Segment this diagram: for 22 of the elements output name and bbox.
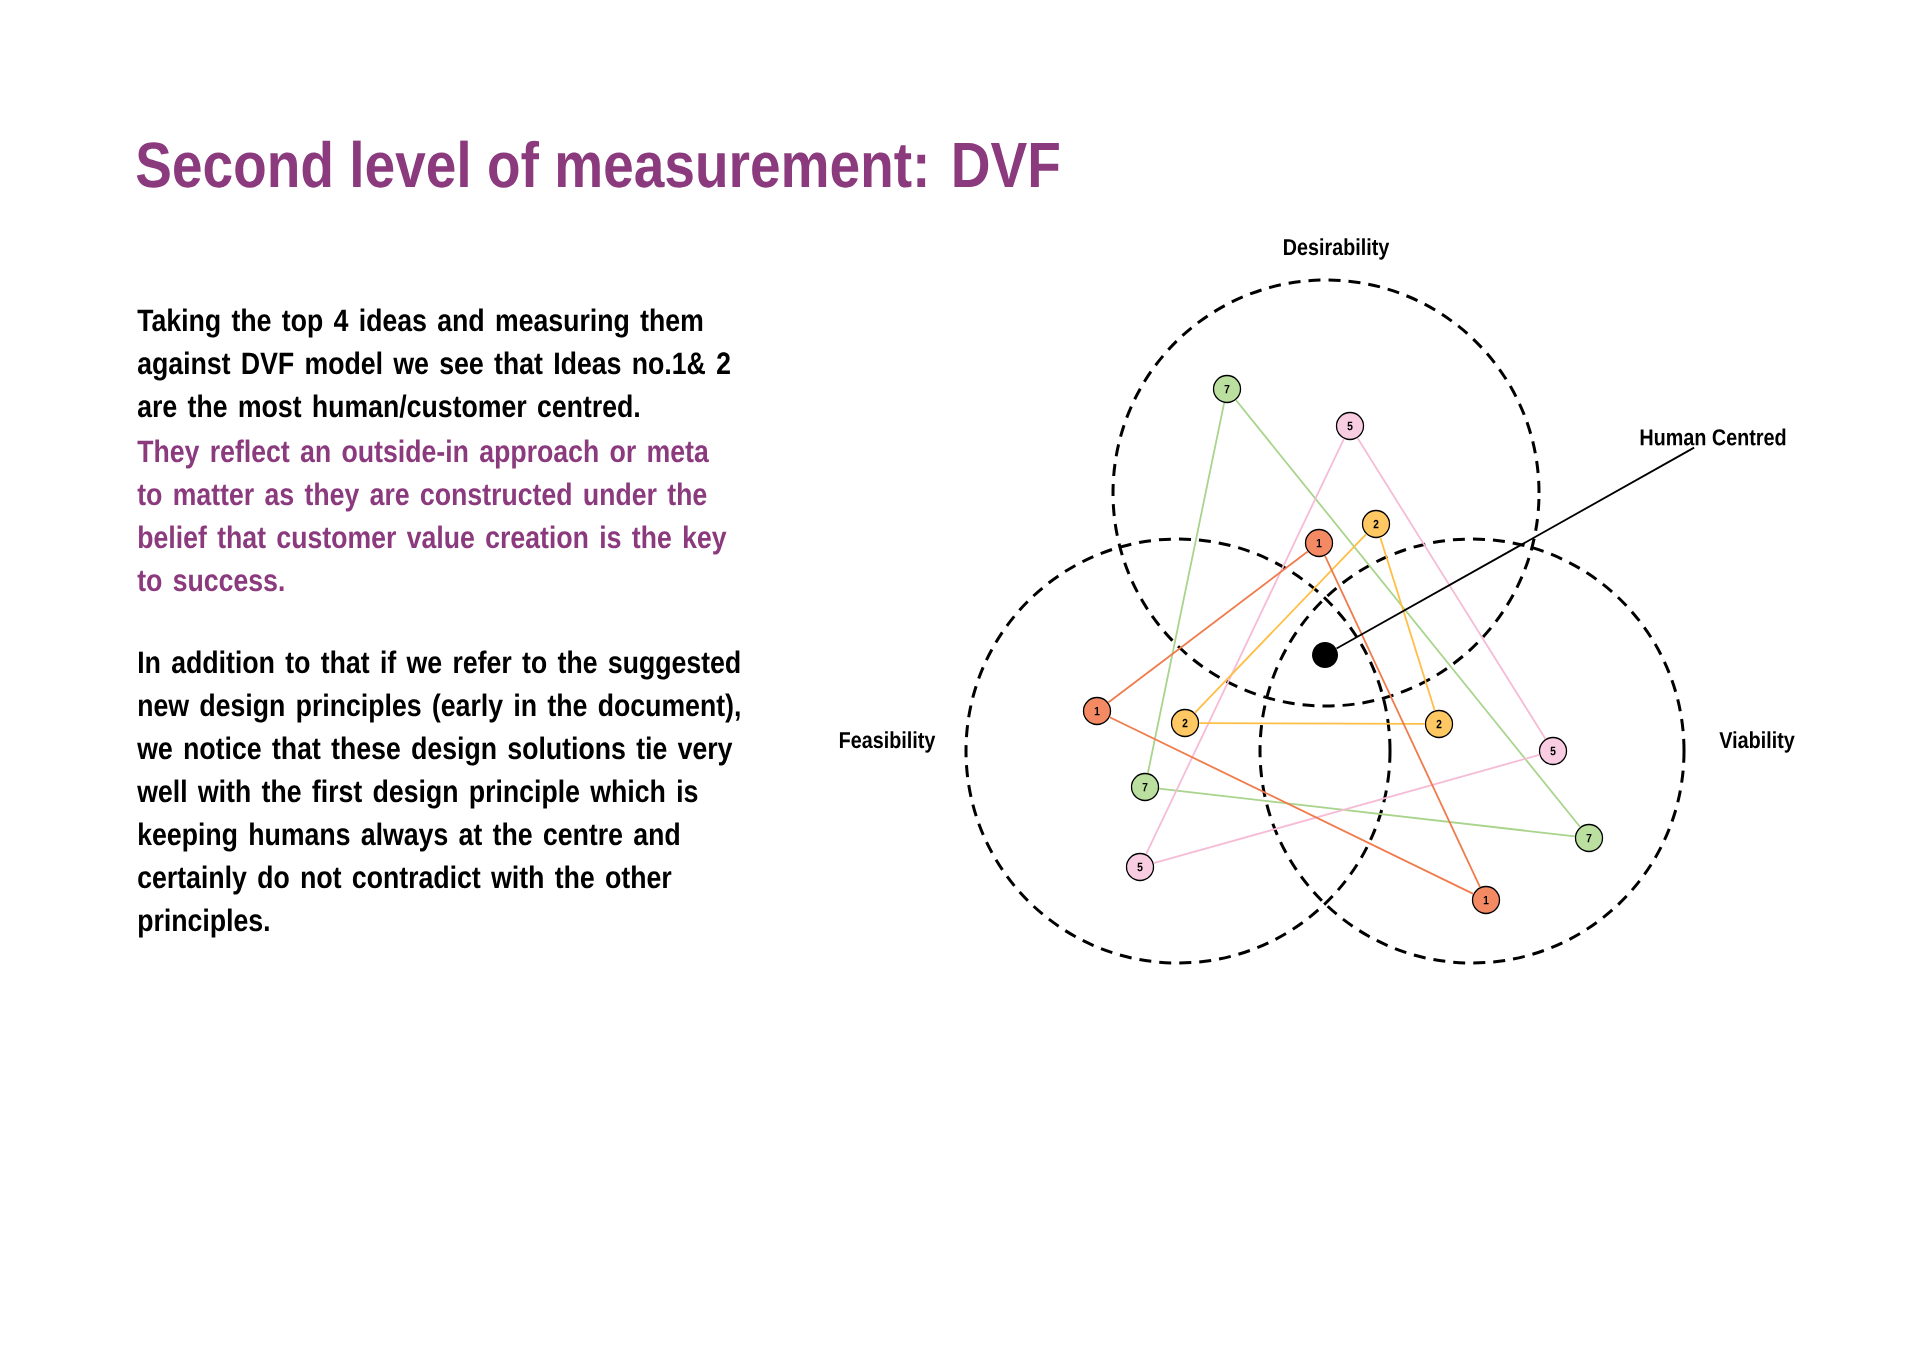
connector-line xyxy=(1145,437,1345,856)
connector-line xyxy=(1356,437,1547,740)
title: Second level of measurement: DVF xyxy=(136,140,1059,188)
callout-label: Human Centred xyxy=(1640,428,1786,446)
paragraph: They reflect an outside-in approach or meta to matter as they are constructed under the belief that customer value creation is the key to success. xyxy=(137,439,727,592)
connector-line xyxy=(1158,787,1576,838)
paragraph: Taking the top 4 ideas and measuring them against DVF model we see that Ideas no.1& 2 are the most human/customer centred. xyxy=(137,308,730,418)
connector-line xyxy=(1235,399,1582,828)
circle-label: Desirability xyxy=(1284,238,1390,260)
circle-label: Viability xyxy=(1719,731,1795,753)
connector-line xyxy=(1324,554,1481,889)
connector-line xyxy=(1107,550,1309,704)
leader-line xyxy=(1335,446,1695,650)
connector-line xyxy=(1146,401,1226,775)
center-dot xyxy=(1312,642,1338,668)
connector-line xyxy=(1379,536,1436,712)
connector-line xyxy=(1193,533,1368,714)
circle-label: Feasibility xyxy=(839,731,936,753)
connector-line xyxy=(1108,716,1475,895)
paragraph: In addition to that if we refer to the suggested new design principles (early in the document), we notice that these design solutions tie very well with the first design principle which is keeping humans always at the centre and certainly do not contradict with the other principles. xyxy=(137,650,740,938)
connector-line xyxy=(1198,722,1426,725)
connector-line xyxy=(1152,753,1541,865)
